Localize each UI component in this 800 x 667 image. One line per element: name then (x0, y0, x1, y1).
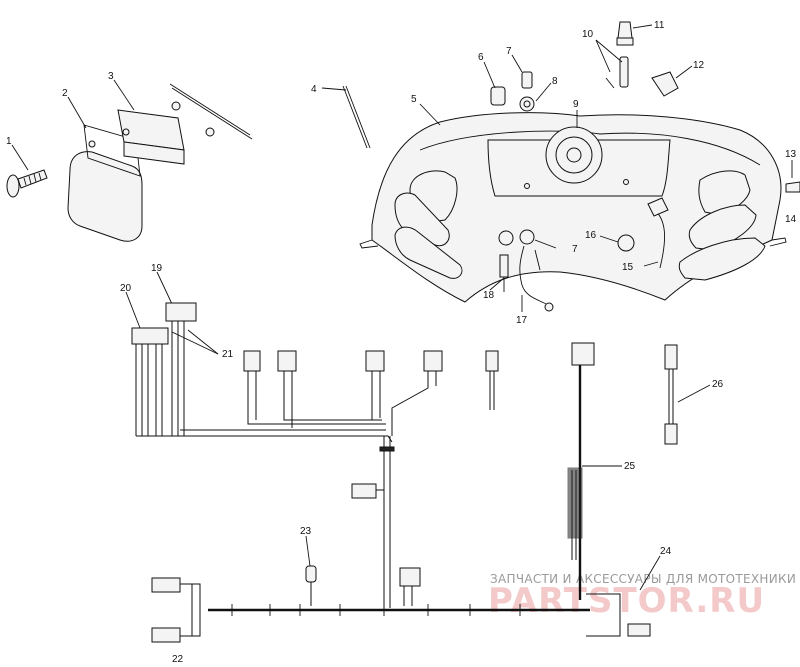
connector-22-upper (151, 577, 181, 593)
pod-small-parts (490, 21, 800, 312)
watermark-caption: ЗАПЧАСТИ И АКСЕССУАРЫ ДЛЯ МОТОТЕХНИКИ (490, 572, 796, 586)
callout-25: 25 (624, 461, 636, 472)
callout-23: 23 (300, 526, 312, 537)
sensor-23 (305, 565, 317, 583)
callout-8: 8 (552, 76, 558, 87)
callout-labels: 1 2 3 4 5 6 7 8 9 10 11 12 13 14 15 16 1… (6, 20, 797, 665)
connector-block-19 (165, 302, 197, 322)
side-connector (351, 483, 377, 499)
callout-15: 15 (622, 262, 634, 273)
watermark: PARTSTOR.RU ЗАПЧАСТИ И АКСЕССУАРЫ ДЛЯ МО… (488, 572, 796, 621)
callout-3: 3 (108, 71, 114, 82)
stick-part (342, 85, 371, 149)
branch-connector-5 (485, 350, 499, 372)
relay (399, 567, 421, 587)
fuse-part (619, 56, 629, 88)
callout-7-top: 7 (506, 46, 512, 57)
callout-4: 4 (311, 84, 317, 95)
callout-5: 5 (411, 94, 417, 105)
jumper-26-top (664, 344, 678, 370)
left-mount-group (6, 83, 253, 242)
callout-22: 22 (172, 654, 184, 665)
callout-20: 20 (120, 283, 132, 294)
plug-part (499, 254, 509, 278)
jumper-26-bottom (664, 423, 678, 445)
callout-17: 17 (516, 315, 528, 326)
connector-24 (627, 623, 651, 637)
screw-part (785, 181, 800, 193)
cover-part (67, 124, 143, 242)
grommet-part (617, 234, 635, 252)
callout-7-bottom: 7 (572, 244, 578, 255)
callout-13: 13 (785, 149, 797, 160)
switch-part (521, 71, 533, 89)
callout-6: 6 (478, 52, 484, 63)
bracket-part (88, 83, 253, 165)
callout-9: 9 (573, 99, 579, 110)
bulb-part (617, 21, 633, 39)
lanyard-part (519, 245, 549, 306)
callout-10: 10 (582, 29, 594, 40)
callout-18: 18 (483, 290, 495, 301)
dash-pod (359, 112, 787, 303)
branch-connector-4 (423, 350, 443, 372)
callout-1: 1 (6, 136, 12, 147)
clip-part (651, 71, 679, 97)
leader-lines (11, 24, 793, 639)
branch-connector-3 (365, 350, 385, 372)
callout-26: 26 (712, 379, 724, 390)
bolt-part (6, 169, 48, 198)
branch-connector-2 (277, 350, 297, 372)
callout-21: 21 (222, 349, 234, 360)
branch-connector-1 (243, 350, 261, 372)
knob-part (490, 86, 506, 106)
connector-block-20 (131, 327, 169, 345)
connector-22-lower (151, 627, 181, 643)
wiring-harness (131, 302, 678, 643)
callout-2: 2 (62, 88, 68, 99)
callout-24: 24 (660, 546, 672, 557)
callout-11: 11 (654, 20, 665, 31)
connector-25-top (571, 342, 595, 366)
callout-14: 14 (785, 214, 797, 225)
callout-16: 16 (585, 230, 597, 241)
callout-12: 12 (693, 60, 705, 71)
callout-19: 19 (151, 263, 163, 274)
watermark-logo: PARTSTOR.RU (488, 581, 765, 621)
